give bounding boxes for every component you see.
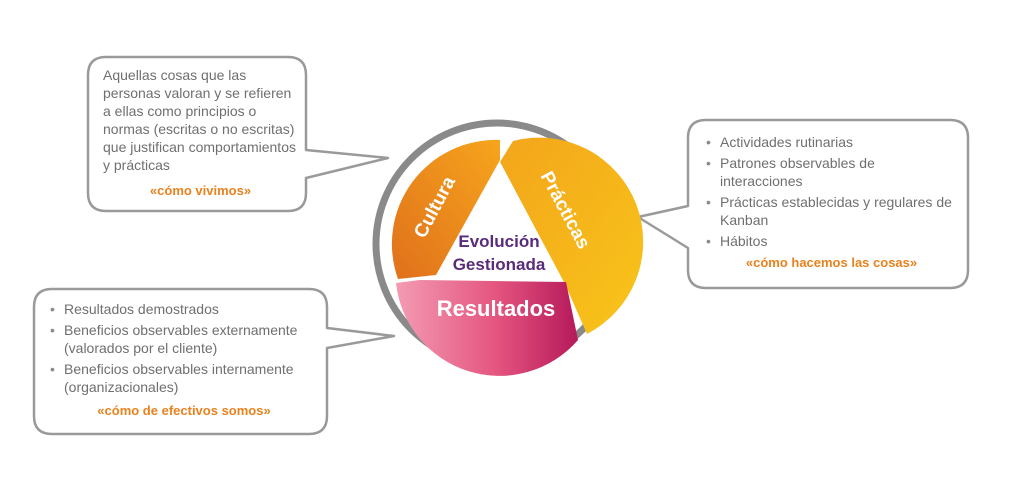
- center-triangle: [438, 162, 562, 280]
- list-item: Actividades rutinarias: [704, 133, 959, 151]
- cultura-bubble: [86, 55, 390, 213]
- center-label-line2: Gestionada: [453, 255, 546, 274]
- resultados-segment: [396, 280, 578, 376]
- cultura-description: Aquellas cosas que las personas valoran …: [103, 67, 296, 173]
- practicas-list: Actividades rutinarias Patrones observab…: [704, 133, 959, 250]
- practicas-description-block: Actividades rutinarias Patrones observab…: [704, 133, 959, 272]
- practicas-segment: [500, 137, 644, 334]
- practicas-tagline: «cómo hacemos las cosas»: [745, 255, 918, 270]
- cultura-description-block: Aquellas cosas que las personas valoran …: [103, 66, 298, 200]
- resultados-tagline: «cómo de efectivos somos»: [97, 403, 271, 418]
- cycle-segments: [391, 137, 644, 376]
- resultados-list: Resultados demostrados Beneficios observ…: [48, 300, 320, 396]
- list-item: Hábitos: [704, 232, 959, 250]
- list-item: Resultados demostrados: [48, 300, 320, 318]
- list-item: Prácticas establecidas y regulares de Ka…: [704, 193, 959, 229]
- resultados-description-block: Resultados demostrados Beneficios observ…: [48, 300, 320, 420]
- list-item: Beneficios observables internamente (org…: [48, 360, 320, 396]
- center-label-line1: Evolución: [458, 232, 539, 251]
- cultura-segment: [391, 139, 500, 279]
- list-item: Beneficios observables externamente (val…: [48, 321, 320, 357]
- cultura-tagline: «cómo vivimos»: [149, 183, 252, 198]
- list-item: Patrones observables de interacciones: [704, 154, 959, 190]
- resultados-label: Resultados: [437, 296, 556, 321]
